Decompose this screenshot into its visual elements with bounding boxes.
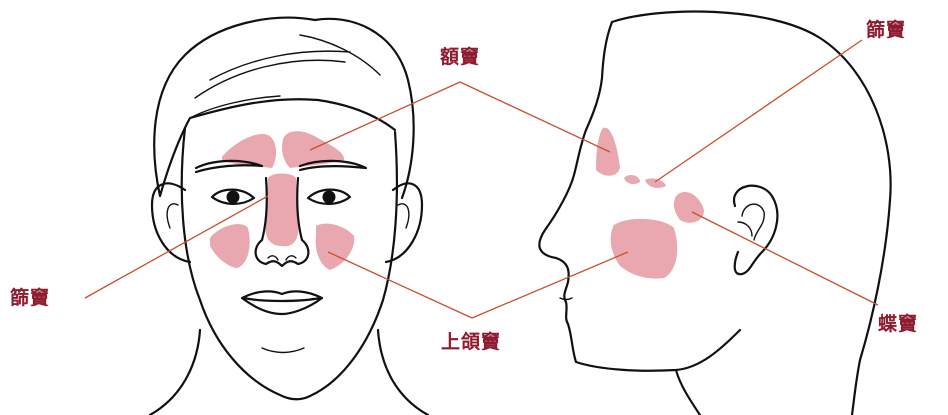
- side-ear: [734, 186, 777, 274]
- leader-lines: [85, 40, 878, 318]
- leader-ethmoid-side: [655, 40, 862, 182]
- side-maxillary-sinus: [611, 219, 678, 279]
- front-chin-line: [262, 348, 304, 353]
- front-nostrils: [268, 256, 296, 260]
- side-face-profile: [539, 22, 740, 371]
- front-face: [150, 18, 428, 415]
- side-ethmoid-sinus-b: [645, 178, 666, 188]
- front-mouth: [242, 291, 322, 314]
- side-sinuses: [596, 128, 704, 279]
- side-ear-inner: [738, 204, 764, 240]
- label-ethmoid-sinus-side: 篩竇: [866, 19, 906, 41]
- side-neck-front: [676, 370, 700, 415]
- side-ethmoid-sinus-a: [624, 175, 640, 184]
- leader-sphenoid-side: [692, 212, 878, 305]
- front-left-pupil: [227, 191, 240, 204]
- front-hair-strands: [190, 35, 380, 118]
- front-right-ear-inner: [398, 204, 409, 228]
- front-neck: [150, 330, 428, 415]
- front-hair: [154, 18, 413, 198]
- side-head-outline: [612, 11, 891, 415]
- front-maxillary-sinus-right: [316, 224, 355, 270]
- label-frontal-sinus: 額竇: [440, 46, 480, 68]
- label-maxillary-sinus: 上頜竇: [441, 331, 501, 353]
- side-profile: [539, 11, 890, 415]
- front-left-ear-inner: [167, 204, 178, 228]
- leader-frontal-side: [460, 82, 610, 152]
- label-sphenoid-sinus: 蝶竇: [878, 313, 918, 335]
- front-right-pupil: [323, 191, 336, 204]
- leader-frontal-front: [310, 82, 460, 150]
- leader-maxillary-side: [472, 252, 628, 318]
- side-mouth: [560, 298, 572, 300]
- label-ethmoid-sinus-front: 篩竇: [10, 287, 50, 309]
- side-sphenoid-sinus: [674, 192, 704, 223]
- front-left-eyebrow: [196, 161, 262, 172]
- front-ethmoid-sinus: [266, 174, 299, 247]
- leader-maxillary-front: [328, 252, 472, 318]
- front-maxillary-sinus-left: [210, 224, 250, 268]
